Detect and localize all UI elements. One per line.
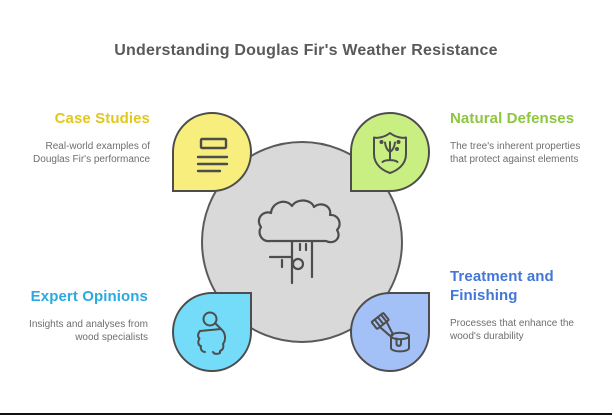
section-heading: Case Studies xyxy=(54,110,150,127)
section-natural-defenses: Natural Defenses The tree's inherent pro… xyxy=(450,109,592,166)
badge-expert-opinions xyxy=(172,292,252,372)
badge-treatment-finishing xyxy=(350,292,430,372)
section-description: Insights and analyses from wood speciali… xyxy=(29,319,148,343)
section-case-studies: Case Studies Real-world examples of Doug… xyxy=(24,109,150,166)
section-description: Processes that enhance the wood's durabi… xyxy=(450,318,574,342)
section-description: The tree's inherent properties that prot… xyxy=(450,141,581,165)
section-heading: Expert Opinions xyxy=(30,288,148,305)
shield-tree-icon xyxy=(365,127,415,177)
section-heading: Treatment and Finishing xyxy=(450,268,554,304)
section-heading: Natural Defenses xyxy=(450,110,575,127)
bottom-border-bar xyxy=(0,413,612,415)
section-treatment-finishing: Treatment and Finishing Processes that e… xyxy=(450,267,585,343)
paintbrush-paint-can-icon xyxy=(365,307,415,357)
document-lines-icon xyxy=(187,127,237,177)
page-title: Understanding Douglas Fir's Weather Resi… xyxy=(114,42,498,59)
badge-natural-defenses xyxy=(350,112,430,192)
tree-cloud-icon xyxy=(256,197,348,314)
person-magnifier-icon xyxy=(187,307,237,357)
section-expert-opinions: Expert Opinions Insights and analyses fr… xyxy=(18,287,148,344)
badge-case-studies xyxy=(172,112,252,192)
section-description: Real-world examples of Douglas Fir's per… xyxy=(33,141,150,165)
